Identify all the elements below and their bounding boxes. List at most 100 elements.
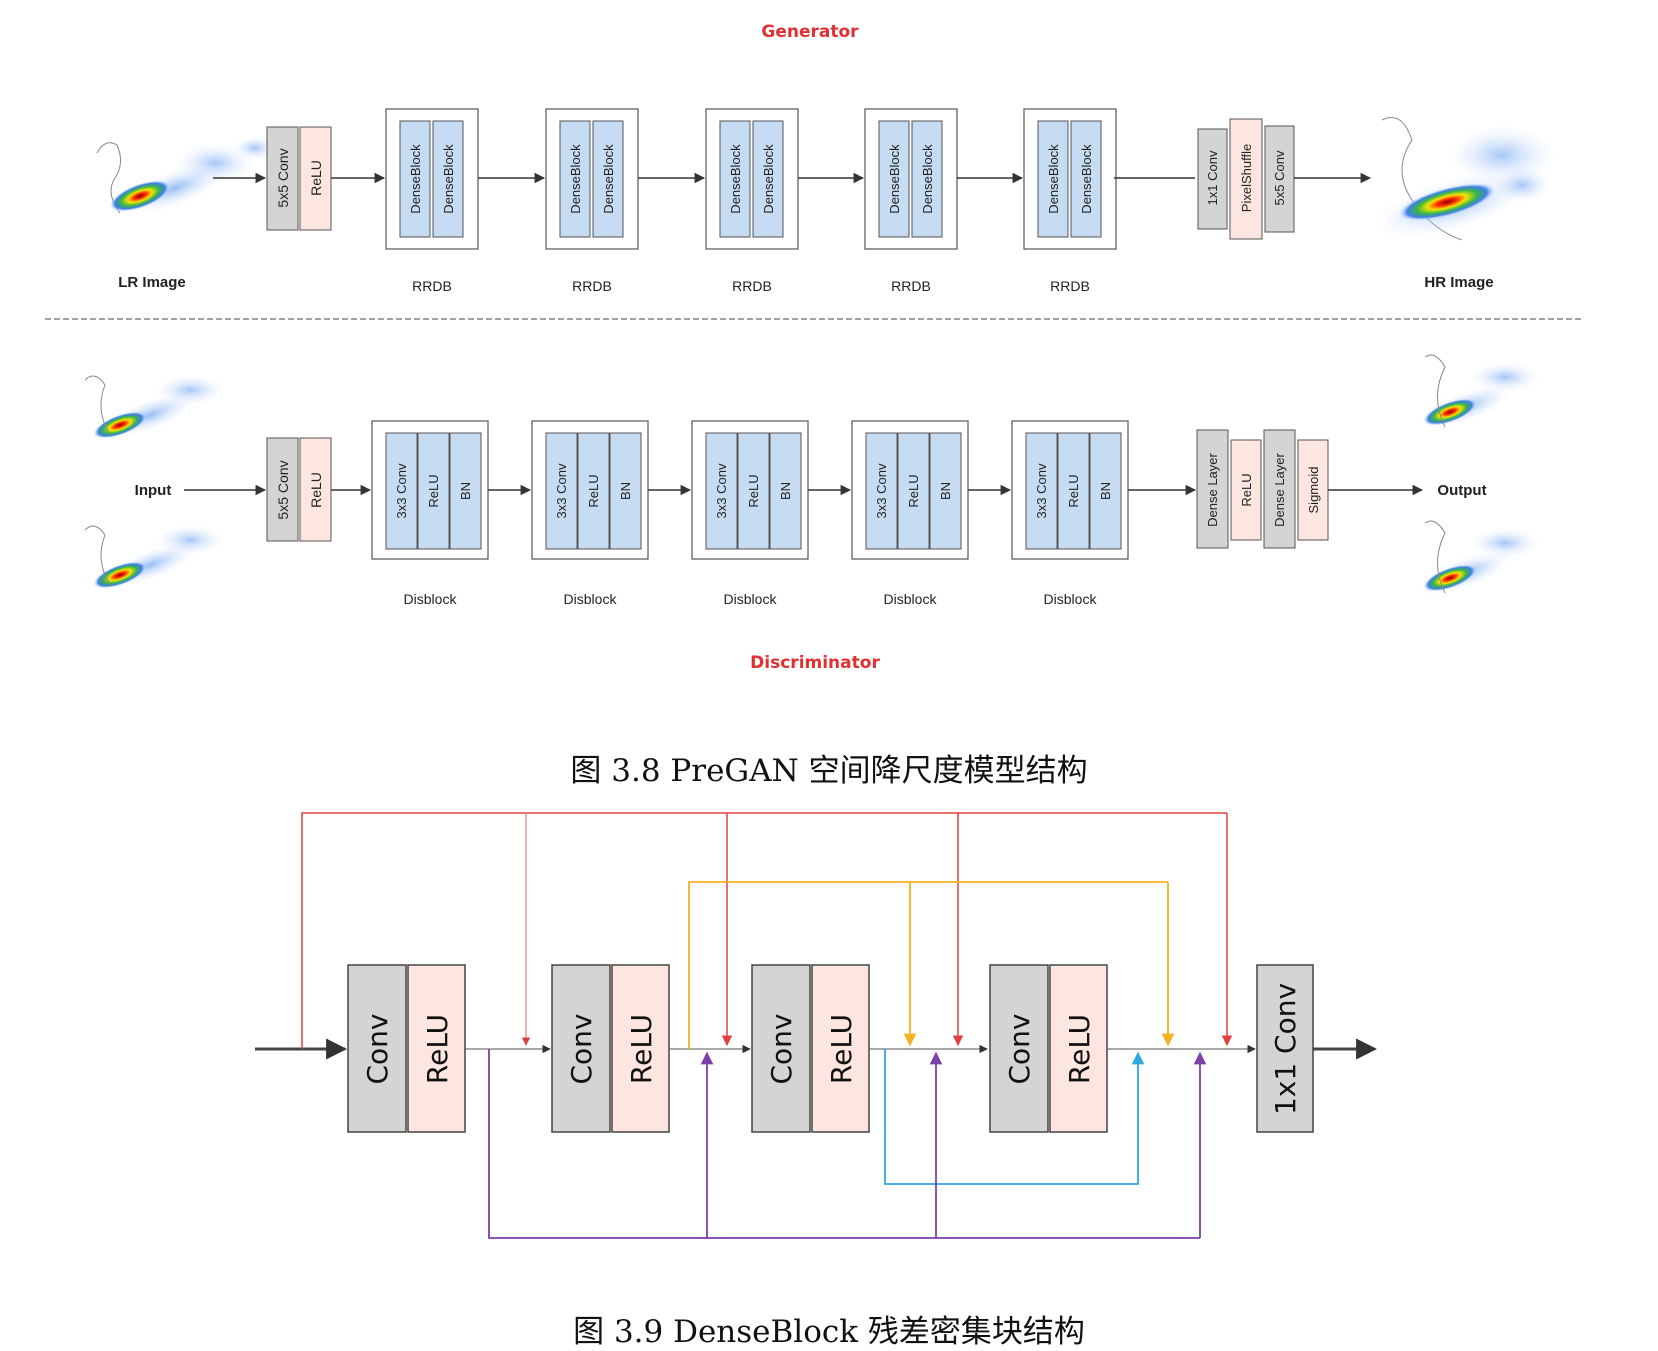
gen-tail-conv1-label: 1x1 Conv xyxy=(1205,150,1220,205)
disblock-cell-label: BN xyxy=(938,482,953,500)
disc-output-image-bottom xyxy=(1417,520,1540,596)
db-final-conv-label: 1x1 Conv xyxy=(1269,983,1302,1115)
disc-tail-relu-label: ReLU xyxy=(1239,473,1254,506)
hr-image-label: HR Image xyxy=(1424,274,1493,291)
db-relu-block xyxy=(407,964,466,1133)
disblock-cell xyxy=(929,432,962,550)
disblock-cell-label: BN xyxy=(778,482,793,500)
disblock-cell-label: ReLU xyxy=(906,474,921,507)
db-skip-blue xyxy=(884,1049,1145,1185)
gen-stem-conv xyxy=(266,126,299,231)
hr-image xyxy=(1374,117,1557,241)
disc-input-label: Input xyxy=(135,482,172,499)
disc-tail-dense2 xyxy=(1263,429,1296,549)
disc-output-image-top xyxy=(1417,354,1540,430)
disc-input-image-bottom xyxy=(84,525,225,589)
denseblock-cell xyxy=(1070,120,1102,238)
db-relu-label: ReLU xyxy=(421,1014,454,1084)
disblock-label: Disblock xyxy=(724,591,778,607)
disblock-cell-label: BN xyxy=(618,482,633,500)
disc-tail-relu xyxy=(1230,439,1262,541)
disblock-cell-label: 3x3 Conv xyxy=(394,463,409,518)
denseblock-cell-label: DenseBlock xyxy=(920,144,935,214)
disc-tail-sigmoid-label: Sigmoid xyxy=(1306,467,1321,514)
disblock-cell xyxy=(577,432,610,550)
figure-caption-1: 图 3.8 PreGAN 空间降尺度模型结构 xyxy=(570,753,1088,789)
db-relu-block xyxy=(611,964,670,1133)
disblock-cell-label: 3x3 Conv xyxy=(1034,463,1049,518)
disc-input-image-top xyxy=(84,375,225,439)
gen-tail-conv5-label: 5x5 Conv xyxy=(1272,150,1287,205)
disblock-cell-label: 3x3 Conv xyxy=(554,463,569,518)
denseblock-cell-label: DenseBlock xyxy=(601,144,616,214)
disblock-cell xyxy=(1057,432,1090,550)
denseblock-cell-label: DenseBlock xyxy=(761,144,776,214)
disblock-label: Disblock xyxy=(884,591,938,607)
disblock-cell xyxy=(1025,432,1058,550)
denseblock-cell xyxy=(911,120,943,238)
denseblock-cell xyxy=(432,120,464,238)
db-skip-purple xyxy=(488,1049,1200,1239)
disblock-label: Disblock xyxy=(1044,591,1098,607)
disblock-cell-label: 3x3 Conv xyxy=(714,463,729,518)
db-relu-label: ReLU xyxy=(625,1014,658,1084)
gen-tail-pixelshuffle xyxy=(1229,118,1263,240)
db-skip-red xyxy=(301,812,1227,1049)
gen-stem-relu-label: ReLU xyxy=(308,160,324,196)
denseblock-cell xyxy=(592,120,624,238)
db-relu-label: ReLU xyxy=(825,1014,858,1084)
db-final-conv xyxy=(1256,964,1314,1133)
disc-output-label: Output xyxy=(1437,482,1486,499)
disblock-cell xyxy=(737,432,770,550)
db-conv-label: Conv xyxy=(565,1014,598,1085)
denseblock-cell-label: DenseBlock xyxy=(1046,144,1061,214)
denseblock-cell xyxy=(752,120,784,238)
rrdb-label: RRDB xyxy=(412,278,452,294)
disblock-label: Disblock xyxy=(564,591,618,607)
disblock-cell-label: ReLU xyxy=(746,474,761,507)
disblock-cell-label: BN xyxy=(458,482,473,500)
gen-tail-conv1 xyxy=(1197,128,1228,230)
disblock-cell-label: BN xyxy=(1098,482,1113,500)
db-conv-block xyxy=(551,964,611,1133)
denseblock-cell-label: DenseBlock xyxy=(441,144,456,214)
disblock-cell xyxy=(1089,432,1122,550)
db-conv-label: Conv xyxy=(765,1014,798,1085)
disc-tail-dense1-label: Dense Layer xyxy=(1205,452,1220,526)
gen-stem-conv-label: 5x5 Conv xyxy=(275,148,291,207)
gen-tail-conv5 xyxy=(1264,125,1295,233)
db-conv-label: Conv xyxy=(1003,1014,1036,1085)
disblock-cell-label: 3x3 Conv xyxy=(874,463,889,518)
disblock-cell xyxy=(897,432,930,550)
db-relu-label: ReLU xyxy=(1063,1014,1096,1084)
denseblock-cell-label: DenseBlock xyxy=(728,144,743,214)
disblock-cell xyxy=(449,432,482,550)
disc-tail-dense1 xyxy=(1196,429,1229,549)
lr-image xyxy=(96,136,277,214)
denseblock-cell xyxy=(399,120,431,238)
rrdb-label: RRDB xyxy=(732,278,772,294)
figure-caption-2: 图 3.9 DenseBlock 残差密集块结构 xyxy=(573,1314,1085,1350)
gen-stem-relu xyxy=(299,126,332,231)
disc-tail-sigmoid xyxy=(1297,439,1329,541)
disblock-cell xyxy=(769,432,802,550)
disc-stem-conv xyxy=(266,437,299,542)
disblock-cell xyxy=(417,432,450,550)
disc-stem-conv-label: 5x5 Conv xyxy=(275,460,291,519)
db-relu-block xyxy=(811,964,870,1133)
lr-image-label: LR Image xyxy=(118,274,186,291)
denseblock-cell xyxy=(1037,120,1069,238)
generator-title: Generator xyxy=(761,22,859,42)
db-skip-orange xyxy=(688,881,1168,1049)
discriminator-title: Discriminator xyxy=(750,653,880,673)
rrdb-label: RRDB xyxy=(1050,278,1090,294)
rrdb-label: RRDB xyxy=(891,278,931,294)
denseblock-cell xyxy=(878,120,910,238)
denseblock-cell-label: DenseBlock xyxy=(568,144,583,214)
denseblock-cell-label: DenseBlock xyxy=(408,144,423,214)
disc-tail-dense2-label: Dense Layer xyxy=(1272,452,1287,526)
